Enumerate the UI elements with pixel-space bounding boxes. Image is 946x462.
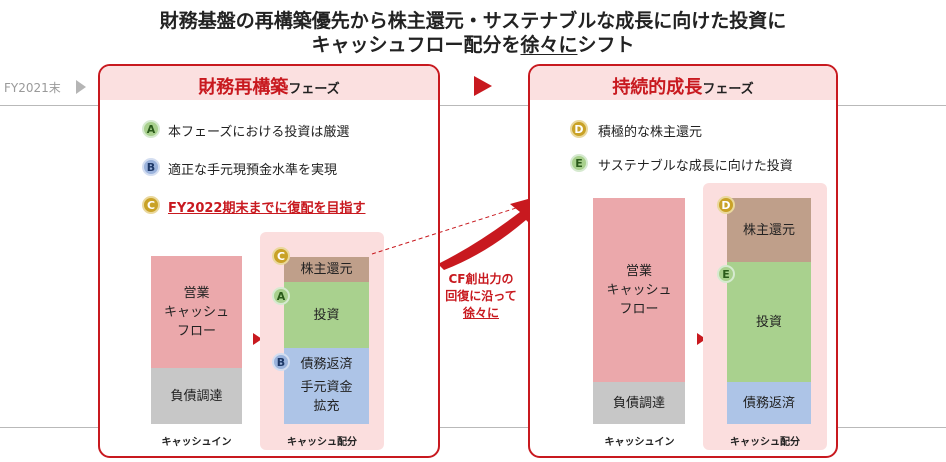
badge-b-icon: B (142, 158, 160, 176)
left-badge-b-icon: B (272, 353, 290, 371)
badge-e-icon: E (570, 154, 588, 172)
badge-a-icon: A (142, 120, 160, 138)
right-badge-d-icon: D (717, 196, 735, 214)
left-item-b: 適正な手元現預金水準を実現 (168, 163, 338, 178)
left-repay-bar: 債務返済 手元資金 拡充 (284, 348, 369, 424)
headline-line-2-post: シフト (577, 34, 635, 56)
right-phase-title-main: 持続的成長 (612, 77, 703, 98)
right-invest-bar: 投資 (727, 262, 811, 382)
right-operating-cf-bar: 営業 キャッシュ フロー (593, 198, 685, 382)
transition-note-line-1: CF創出力の (448, 272, 514, 286)
growth-arrow-icon (371, 194, 546, 270)
transition-note-line-2: 回復に沿って (445, 289, 517, 303)
right-cash-in-caption: キャッシュイン (604, 437, 675, 448)
badge-d-icon: D (570, 120, 588, 138)
left-allocation-caption: キャッシュ配分 (287, 437, 357, 448)
left-repay-label: 債務返済 (300, 357, 353, 372)
left-phase-title: 財務再構築フェーズ (100, 73, 438, 99)
transition-note: CF創出力の 回復に沿って 徐々に (436, 271, 526, 322)
timeline-label: FY2021末 (4, 81, 61, 95)
left-cash-in-caption: キャッシュイン (161, 437, 232, 448)
left-badge-a-icon: A (272, 287, 290, 305)
headline-line-2: キャッシュフロー配分を徐々にシフト (0, 30, 946, 57)
left-flow-arrow-icon (253, 333, 262, 345)
right-flow-arrow-icon (697, 333, 706, 345)
right-item-e: サステナブルな成長に向けた投資 (598, 159, 793, 174)
left-phase-title-sub: フェーズ (288, 82, 340, 97)
left-invest-bar: 投資 (284, 282, 369, 348)
right-allocation-caption: キャッシュ配分 (730, 437, 800, 448)
phase-transition-arrow-icon (474, 76, 492, 96)
right-phase-title-sub: フェーズ (702, 82, 754, 97)
right-badge-e-icon: E (717, 265, 735, 283)
left-cash-label: 手元資金 拡充 (300, 380, 353, 414)
left-item-a: 本フェーズにおける投資は厳選 (168, 125, 350, 140)
headline-line-2-pre: キャッシュフロー配分を (311, 34, 521, 56)
headline-line-2-emphasis: 徐々に (520, 34, 578, 56)
left-phase-header (100, 66, 438, 100)
right-repay-bar: 債務返済 (727, 382, 811, 424)
right-return-bar: 株主還元 (727, 198, 811, 262)
timeline-arrow-icon (76, 80, 86, 94)
right-phase-header (530, 66, 836, 100)
timeline-line-top (0, 105, 946, 106)
timeline-line-bottom (0, 427, 946, 428)
left-operating-cf-bar: 営業 キャッシュ フロー (151, 256, 242, 368)
left-item-c: FY2022期末までに復配を目指す (168, 201, 366, 216)
right-debt-funding-bar: 負債調達 (593, 382, 685, 424)
left-badge-c-icon: C (272, 247, 290, 265)
transition-note-line-3: 徐々に (462, 306, 499, 320)
right-phase-title: 持続的成長フェーズ (530, 73, 836, 99)
right-item-d: 積極的な株主還元 (598, 125, 703, 140)
badge-c-icon: C (142, 196, 160, 214)
left-debt-funding-bar: 負債調達 (151, 368, 242, 424)
left-return-bar: 株主還元 (284, 257, 369, 282)
headline-line-1: 財務基盤の再構築優先から株主還元・サステナブルな成長に向けた投資に (159, 10, 787, 32)
left-phase-title-main: 財務再構築 (198, 77, 289, 98)
